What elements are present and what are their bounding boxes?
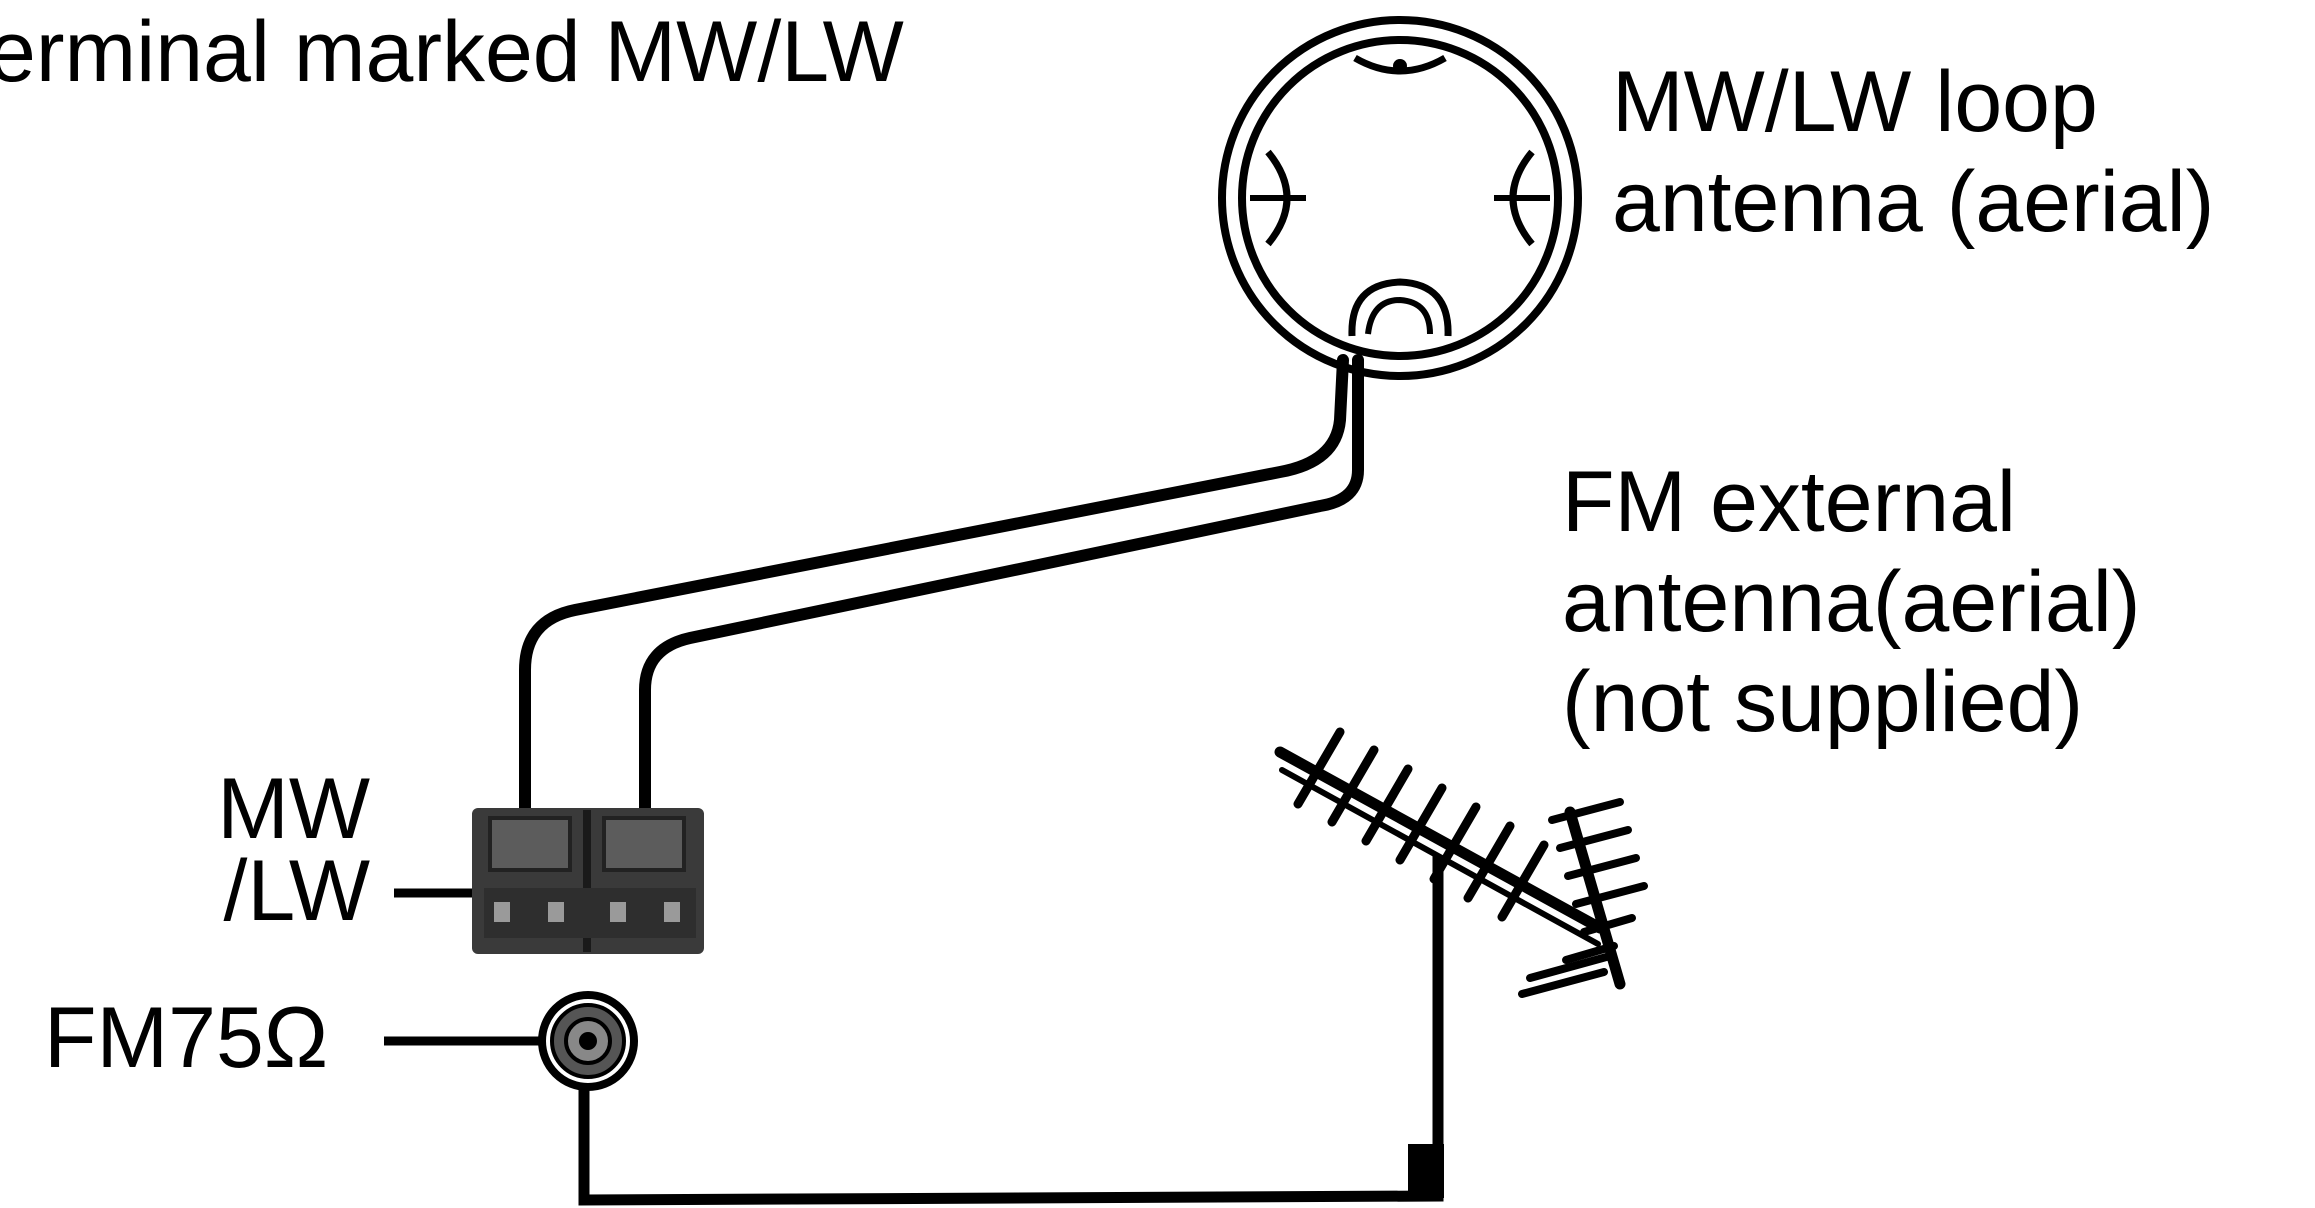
coax-jack-icon <box>538 991 638 1091</box>
loop-antenna-cable <box>519 354 1364 816</box>
fm-coax-cable <box>578 856 1444 1206</box>
mwlw-terminal-label: MW /LW <box>217 761 370 939</box>
yagi-antenna-icon <box>1274 727 1648 998</box>
terminal-block-icon <box>472 808 704 954</box>
loop-antenna-label: MW/LW loop antenna (aerial) <box>1612 54 2215 250</box>
terminal-instruction-text: erminal marked MW/LW <box>0 4 904 100</box>
loop-antenna-icon <box>1218 16 1582 380</box>
fm75-terminal-label: FM75Ω <box>44 990 329 1086</box>
fm-external-antenna-label: FM external antenna(aerial) (not supplie… <box>1562 454 2141 750</box>
cable-connector <box>1408 1144 1444 1198</box>
